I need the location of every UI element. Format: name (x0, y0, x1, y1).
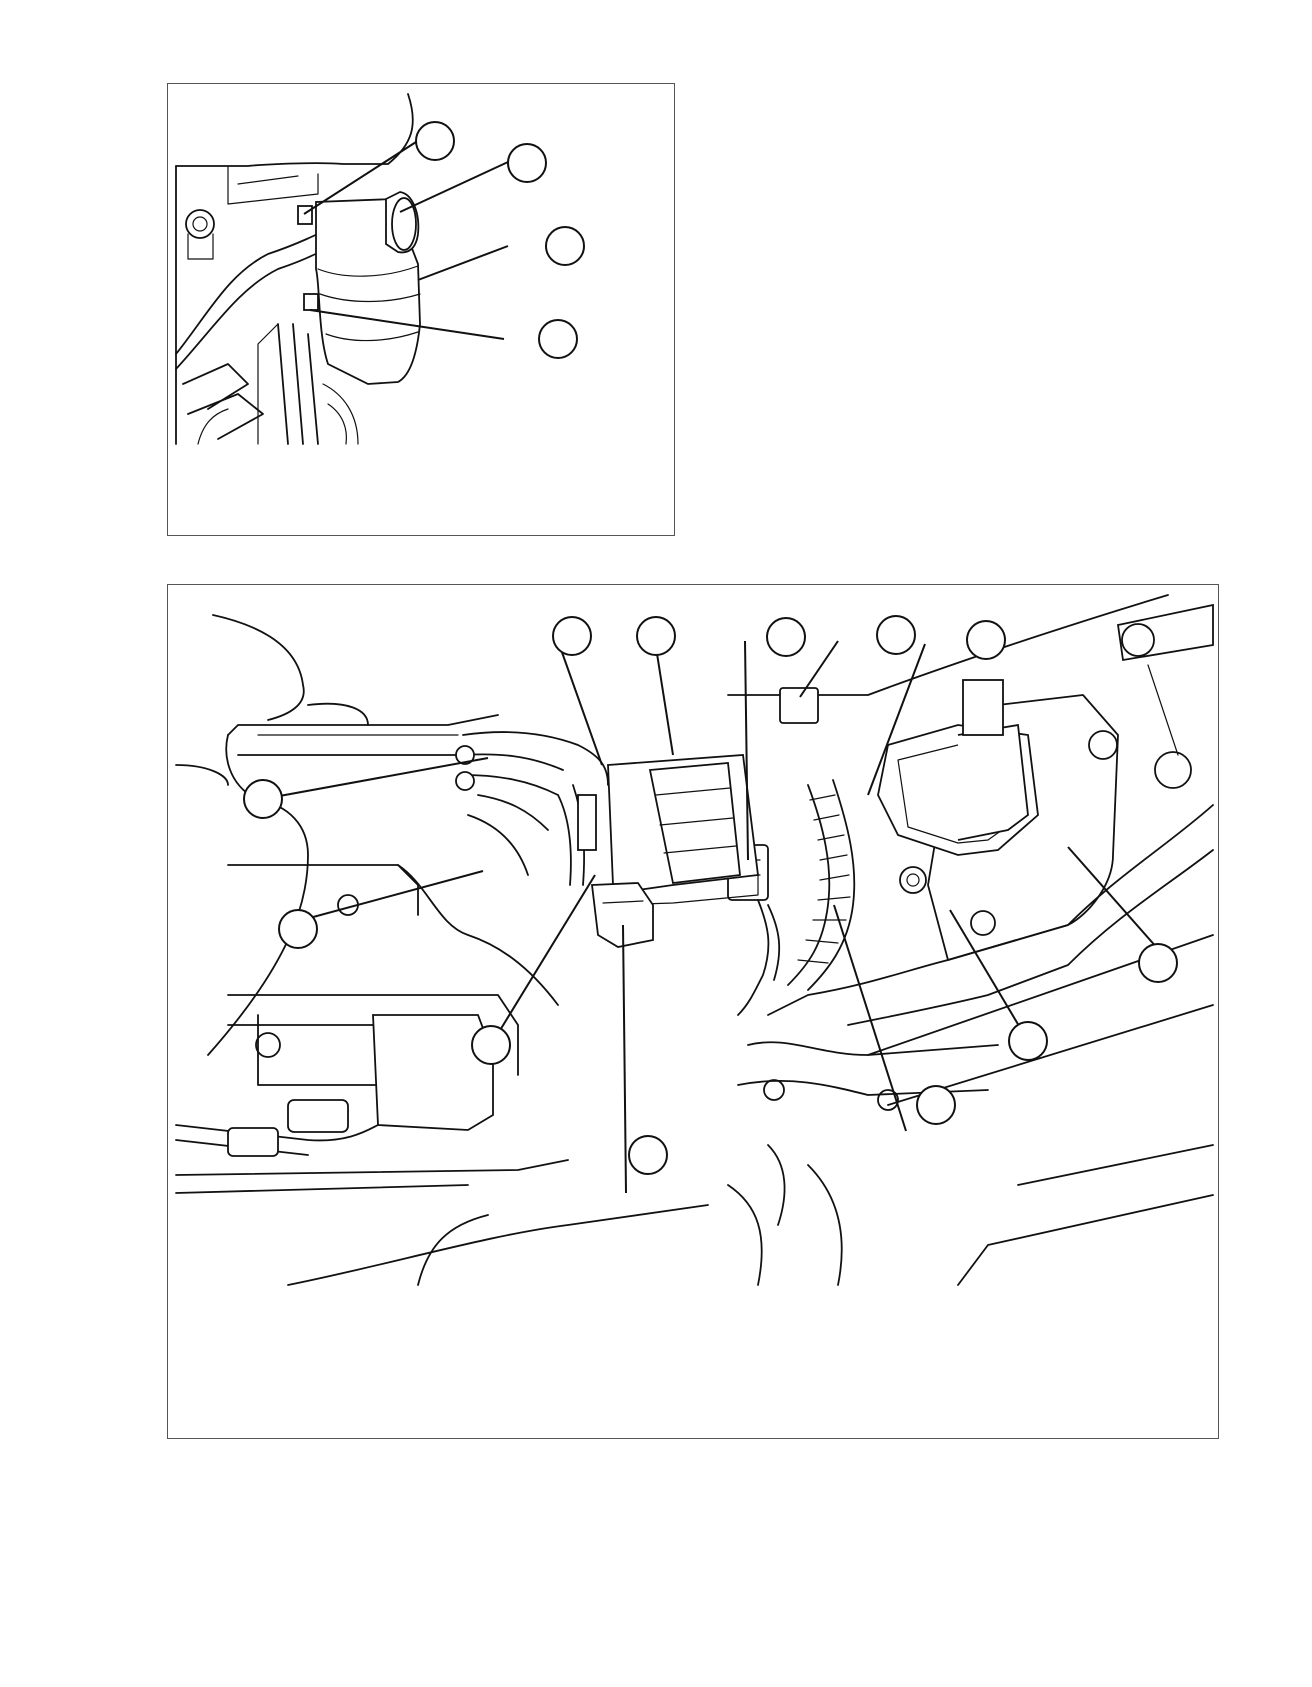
bottom-figure-drawing (175, 594, 1214, 1286)
callout-b1 (552, 616, 592, 656)
callout-b6 (243, 779, 283, 819)
bottom-illustration (175, 594, 1214, 1286)
leader-line (417, 245, 509, 281)
callout-t1 (415, 121, 455, 161)
leader-lines (262, 640, 1159, 1194)
callout-b11 (1008, 1021, 1048, 1061)
top-illustration (175, 93, 421, 445)
bottom-figure-panel (167, 584, 1219, 1439)
leader-line (309, 309, 505, 340)
top-figure-drawing (175, 93, 585, 445)
callout-b10 (916, 1085, 956, 1125)
callout-b8 (471, 1025, 511, 1065)
callout-b12 (1138, 943, 1178, 983)
callout-b9 (628, 1135, 668, 1175)
callout-b5 (966, 620, 1006, 660)
top-figure-panel (167, 83, 675, 536)
callout-b2 (636, 616, 676, 656)
callout-t4 (538, 319, 578, 359)
callout-b4 (876, 615, 916, 655)
callout-b3 (766, 617, 806, 657)
callout-t3 (545, 226, 585, 266)
callout-t2 (507, 143, 547, 183)
leader-line (399, 161, 509, 213)
callout-b7 (278, 909, 318, 949)
leader-line (303, 141, 417, 215)
